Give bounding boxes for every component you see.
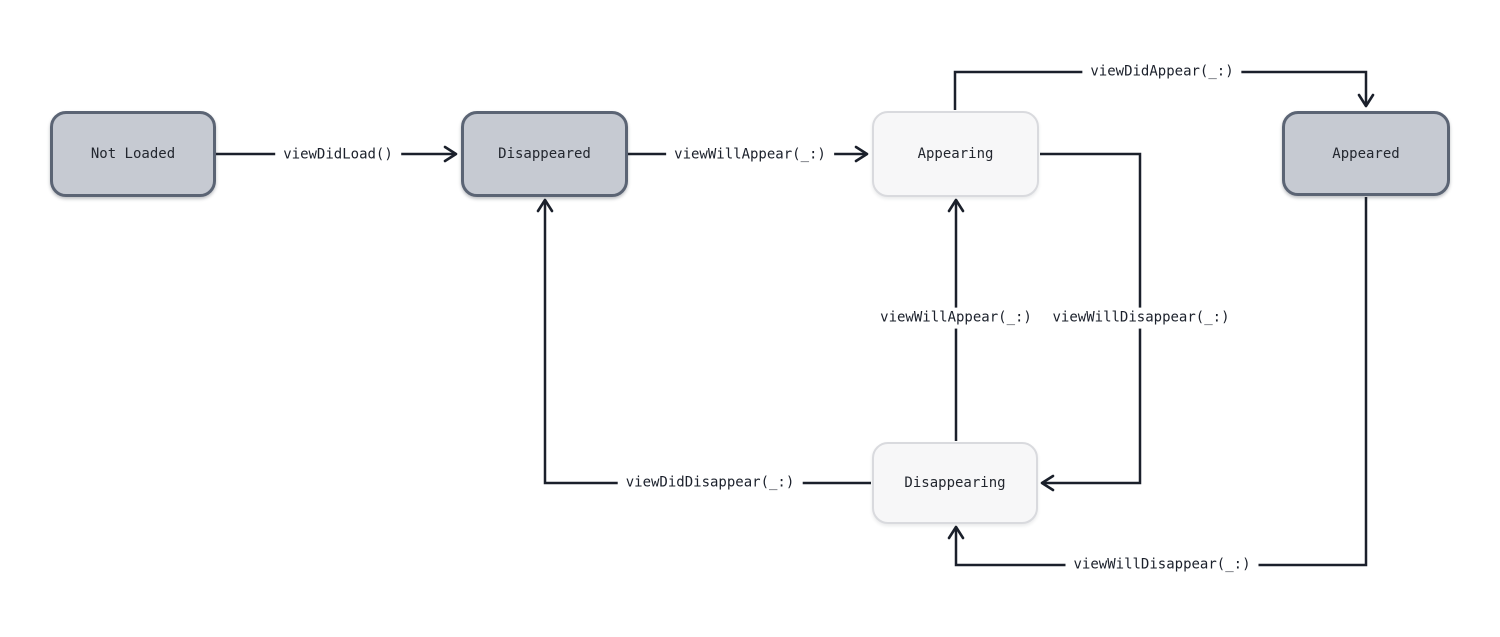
state-label: Disappeared: [498, 146, 591, 162]
transition-label-view-will-disappear-right: viewWillDisappear(_:): [1044, 307, 1238, 329]
state-appearing: Appearing: [872, 111, 1039, 197]
state-label: Disappearing: [904, 475, 1006, 491]
transition-label-view-did-disappear: viewDidDisappear(_:): [617, 472, 803, 494]
transition-label-view-did-appear: viewDidAppear(_:): [1082, 61, 1242, 83]
state-not-loaded: Not Loaded: [50, 111, 216, 197]
state-disappearing: Disappearing: [872, 442, 1038, 524]
state-label: Appearing: [917, 146, 994, 162]
state-disappeared: Disappeared: [461, 111, 628, 197]
transition-label-view-will-appear-middle: viewWillAppear(_:): [872, 307, 1040, 329]
state-label: Appeared: [1332, 145, 1400, 162]
transition-label-view-will-appear: viewWillAppear(_:): [666, 144, 834, 166]
transition-label-view-will-disappear-bottom: viewWillDisappear(_:): [1065, 554, 1259, 576]
state-appeared: Appeared: [1282, 111, 1450, 196]
edge-disappearing-to-disappeared: [536, 198, 871, 485]
state-label: Not Loaded: [90, 146, 176, 162]
transition-label-view-did-load: viewDidLoad(): [275, 144, 401, 166]
